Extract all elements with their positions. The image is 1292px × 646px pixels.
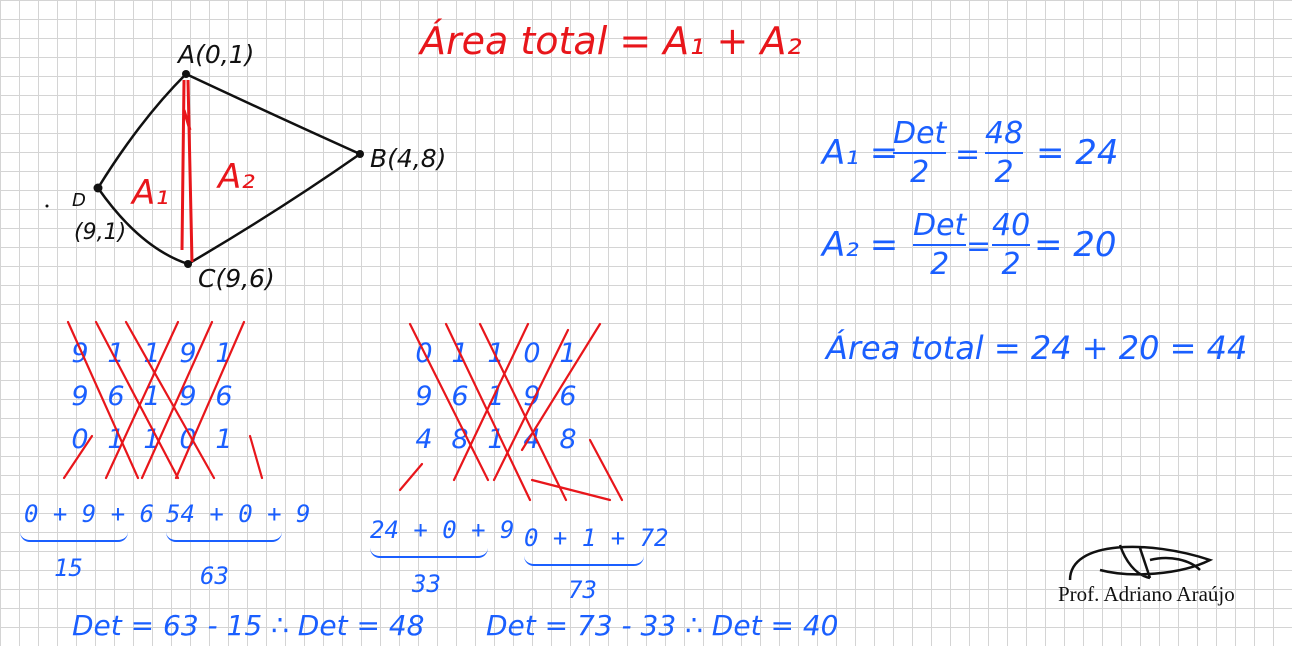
total-area: Área total = 24 + 20 = 44: [826, 329, 1248, 367]
a1-fraction: Det 2: [893, 116, 947, 190]
a2-numerator-2: 40: [992, 208, 1031, 243]
det1-result: Det = 63 - 15 ∴ Det = 48: [72, 609, 425, 642]
a1-result: = 24: [1036, 133, 1119, 173]
det2-cell: 4: [415, 424, 433, 455]
a2-fraction-2: 40 2: [992, 208, 1031, 282]
det2-cell: 9: [523, 381, 541, 412]
det2-result: Det = 73 - 33 ∴ Det = 40: [486, 609, 839, 642]
det2-sum-left-total: 33: [412, 570, 441, 598]
region-label-a2: A₂: [218, 157, 255, 197]
det2-row: 4 8 1 4 8: [406, 426, 586, 453]
det2-sum-right-total: 73: [568, 576, 597, 604]
det1-cell: 6: [215, 381, 233, 412]
det2-matrix: 0 1 1 0 1 9 6 1 9 6 4 8 1 4 8: [406, 340, 586, 453]
vertex-b: [356, 150, 364, 158]
det1-sum-left: 0 + 9 + 6: [24, 500, 155, 528]
det2-cell: 4: [523, 424, 541, 455]
edge-da: [96, 73, 187, 189]
det1-cell: 6: [107, 381, 125, 412]
edge-ab: [185, 72, 361, 156]
det1-sum-right: 54 + 0 + 9: [166, 500, 311, 528]
det1-sum-right-total: 63: [200, 562, 229, 590]
a2-eq: =: [966, 229, 992, 264]
signature-name: Prof. Adriano Araújo: [1058, 582, 1235, 606]
det2-cell: 9: [415, 381, 433, 412]
det1-cell: 0: [179, 424, 197, 455]
vertex-c: [184, 260, 192, 268]
det1-cell: 9: [71, 381, 89, 412]
a2-lhs: A₂ =: [822, 225, 899, 265]
det2-cell: 8: [559, 424, 577, 455]
det2-cell: 1: [487, 424, 505, 455]
a2-result: = 20: [1034, 225, 1117, 265]
a1-fraction-2: 48 2: [985, 116, 1024, 190]
a2-fraction: Det 2: [913, 208, 967, 282]
det1-cell: 1: [215, 424, 233, 455]
edge-bc: [187, 152, 361, 266]
det1-matrix: 9 1 1 9 1 9 6 1 9 6 0 1 1 0 1: [62, 340, 242, 453]
det2-row: 9 6 1 9 6: [406, 383, 586, 410]
vertex-a: [182, 70, 190, 78]
det1-sum-left-total: 15: [54, 554, 83, 582]
a2-denominator-2: 2: [1001, 246, 1021, 282]
a2-denominator: 2: [930, 246, 950, 282]
a1-denominator-2: 2: [994, 154, 1014, 190]
det2-cell: 6: [559, 381, 577, 412]
a1-denominator: 2: [910, 154, 930, 190]
diagonal-ac: [180, 79, 194, 263]
det1-cell: 1: [107, 338, 125, 369]
page-title: Área total = A₁ + A₂: [420, 19, 802, 63]
label-d: D: [72, 190, 86, 211]
det1-cell: 9: [179, 338, 197, 369]
a2-numerator: Det: [913, 208, 967, 243]
a1-numerator: Det: [893, 116, 947, 151]
det2-cell: 1: [487, 381, 505, 412]
label-c: C(9,6): [198, 264, 275, 293]
label-b: B(4,8): [370, 144, 447, 173]
det1-cell: 9: [179, 381, 197, 412]
label-d-coords: (9,1): [74, 220, 127, 245]
det2-cell: 0: [523, 338, 541, 369]
edge-cd: [96, 187, 189, 266]
region-label-a1: A₁: [132, 173, 169, 213]
det2-sum-left: 24 + 0 + 9: [370, 516, 515, 544]
det2-cell: 1: [559, 338, 577, 369]
vertex-d: [93, 183, 103, 193]
a1-lhs: A₁ =: [822, 133, 899, 173]
det2-cell: 6: [451, 381, 469, 412]
label-a: A(0,1): [178, 40, 255, 69]
det2-sum-right: 0 + 1 + 72: [524, 524, 669, 552]
a1-eq: =: [955, 137, 981, 172]
a1-numerator-2: 48: [985, 116, 1024, 151]
